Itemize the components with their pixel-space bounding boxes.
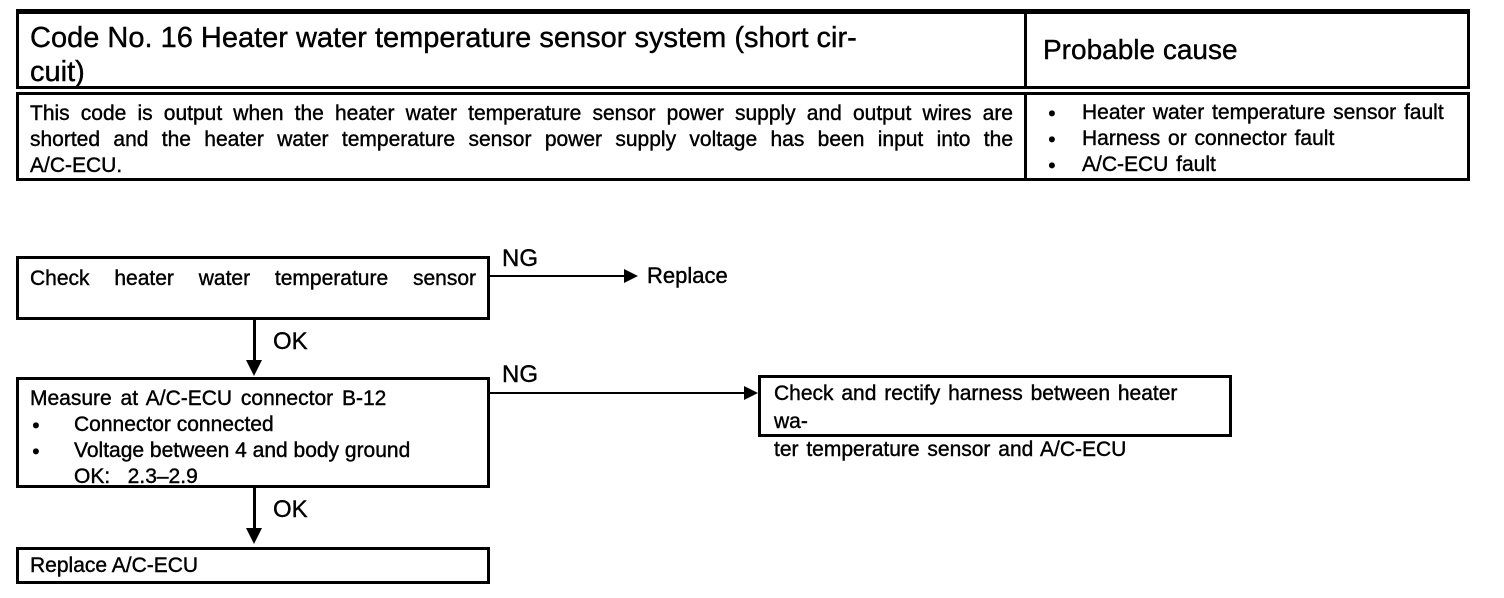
- cause-text: Harness or connector fault: [1082, 127, 1335, 150]
- step2-bullet-item: ● Voltage between 4 and body ground: [30, 438, 476, 464]
- bullet-icon: ●: [1048, 105, 1056, 120]
- step2-bullet-text: Connector connected: [74, 413, 274, 436]
- step2-ng-arrow-line: [490, 392, 744, 394]
- bullet-icon: ●: [32, 417, 40, 432]
- step1-ok-label: OK: [273, 328, 308, 355]
- step1-ng-label: NG: [502, 245, 538, 272]
- probable-cause-list: ● Heater water temperature sensor fault …: [1027, 95, 1467, 178]
- replace-ecu-box: Replace A/C-ECU: [16, 547, 490, 584]
- bullet-icon: ●: [1048, 157, 1056, 172]
- step2-title: Measure at A/C-ECU connector B-12: [30, 387, 387, 410]
- flowchart-step1-box: Check heater water temperature sensor: [16, 256, 490, 320]
- arrow-down-icon: [246, 528, 262, 544]
- step2-ok-label: OK: [273, 496, 308, 523]
- flowchart-step2-box: Measure at A/C-ECU connector B-12 ● Conn…: [16, 377, 490, 488]
- step2-bullet-item: ● Connector connected: [30, 412, 476, 438]
- description-line: A/C-ECU.: [30, 154, 123, 177]
- code-title: Code No. 16 Heater water temperature sen…: [19, 14, 1027, 88]
- bullet-icon: ●: [32, 443, 40, 458]
- description-line: shorted and the heater water temperature…: [30, 128, 1013, 151]
- cause-item: ● A/C-ECU fault: [1048, 152, 1461, 178]
- step1-ng-arrow-line: [490, 275, 626, 277]
- step2-ok-arrow-line: [253, 488, 256, 530]
- step1-ok-arrow-line: [253, 320, 256, 362]
- code-description: This code is output when the heater wate…: [19, 95, 1027, 178]
- step2-ok-spec: OK: 2.3–2.9: [74, 465, 198, 488]
- step1-text: Check heater water temperature sensor: [30, 267, 476, 290]
- probable-cause-cell: Probable cause: [1027, 14, 1467, 86]
- cause-text: A/C-ECU fault: [1082, 153, 1216, 176]
- code-table-header-row: Code No. 16 Heater water temperature sen…: [16, 9, 1470, 89]
- bullet-icon: ●: [1048, 131, 1056, 146]
- cause-item: ● Harness or connector fault: [1048, 126, 1461, 152]
- description-line: This code is output when the heater wate…: [30, 102, 1013, 125]
- arrow-right-icon: [744, 386, 758, 400]
- cause-text: Heater water temperature sensor fault: [1082, 101, 1444, 124]
- replace-ecu-text: Replace A/C-ECU: [30, 553, 199, 577]
- arrow-right-icon: [624, 269, 638, 283]
- step1-ng-result: Replace: [647, 263, 728, 288]
- step2-bullet-text: Voltage between 4 and body ground: [74, 439, 411, 462]
- harness-rectify-box: Check and rectify harness between heater…: [758, 375, 1232, 461]
- code-table-body-row: This code is output when the heater wate…: [16, 92, 1470, 181]
- probable-cause-label: Probable cause: [1043, 34, 1238, 65]
- cause-item: ● Heater water temperature sensor fault: [1048, 100, 1461, 126]
- arrow-down-icon: [246, 360, 262, 376]
- step2-ng-label: NG: [502, 361, 538, 388]
